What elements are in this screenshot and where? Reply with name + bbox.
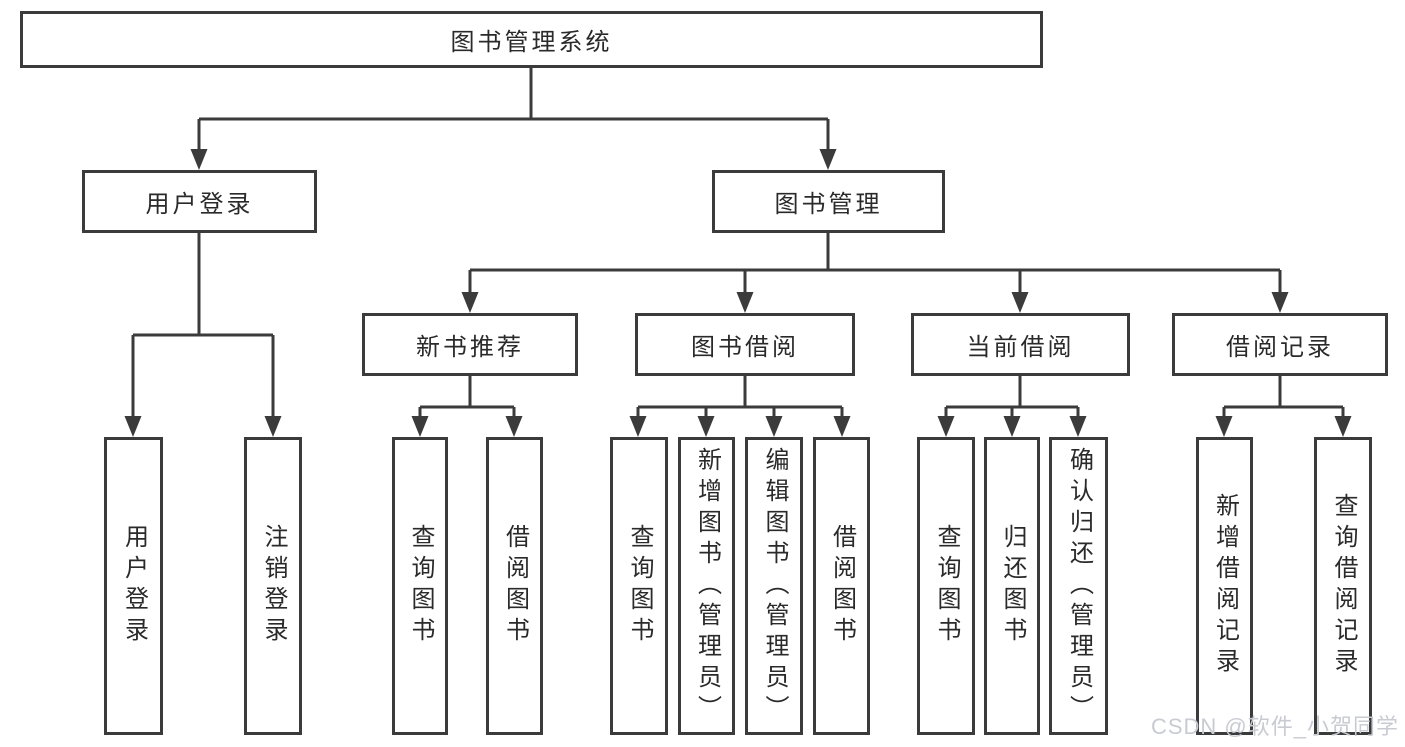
leaf-logout: 注销登录 — [244, 437, 302, 735]
node-label: 图书借阅 — [691, 334, 799, 361]
node-label: 查询图书 — [933, 524, 960, 648]
node-label: 图书管理 — [774, 191, 883, 218]
node-label: 当前借阅 — [966, 334, 1075, 361]
node-borrow-records: 借阅记录 — [1172, 313, 1388, 376]
leaf-borrow-query-books: 查询图书 — [610, 437, 668, 735]
node-label: 借阅图书 — [828, 524, 856, 648]
node-current-borrow: 当前借阅 — [911, 313, 1130, 376]
leaf-current-query-books: 查询图书 — [917, 437, 975, 735]
node-label: 新增借阅记录 — [1211, 493, 1239, 679]
node-label: 新增图书（管理员） — [693, 446, 721, 726]
node-label: 查询图书 — [407, 524, 434, 648]
node-label: 查询借阅记录 — [1330, 493, 1357, 679]
leaf-borrow-edit-book-admin: 编辑图书（管理员） — [745, 437, 803, 735]
leaf-records-query-record: 查询借阅记录 — [1314, 437, 1372, 735]
node-label: 用户登录 — [145, 191, 254, 218]
node-label: 归还图书 — [999, 524, 1026, 648]
node-label: 编辑图书（管理员） — [761, 446, 788, 726]
leaf-borrow-add-book-admin: 新增图书（管理员） — [678, 437, 735, 735]
leaf-newbook-borrow-books: 借阅图书 — [486, 437, 543, 735]
leaf-newbook-query-books: 查询图书 — [392, 437, 448, 735]
node-root: 图书管理系统 — [20, 11, 1043, 68]
node-label: 借阅图书 — [501, 524, 529, 648]
node-user-login: 用户登录 — [82, 170, 317, 233]
csdn-watermark: CSDN @软件_小贺同学 — [1150, 714, 1399, 739]
leaf-borrow-borrow-books: 借阅图书 — [813, 437, 870, 735]
node-label: 用户登录 — [120, 524, 148, 648]
node-book-management: 图书管理 — [712, 170, 945, 233]
node-label: 注销登录 — [260, 524, 287, 648]
leaf-current-confirm-return-admin: 确认归还（管理员） — [1049, 437, 1108, 735]
node-label: 查询图书 — [626, 524, 653, 648]
node-new-book-recommend: 新书推荐 — [362, 313, 578, 376]
node-label: 图书管理系统 — [450, 29, 613, 56]
node-book-borrow: 图书借阅 — [635, 313, 855, 376]
leaf-records-add-record: 新增借阅记录 — [1196, 437, 1253, 735]
node-label: 新书推荐 — [416, 334, 524, 361]
node-label: 确认归还（管理员） — [1065, 446, 1093, 726]
leaf-user-login: 用户登录 — [104, 437, 163, 735]
node-label: 借阅记录 — [1226, 334, 1334, 361]
leaf-current-return-books: 归还图书 — [984, 437, 1040, 735]
